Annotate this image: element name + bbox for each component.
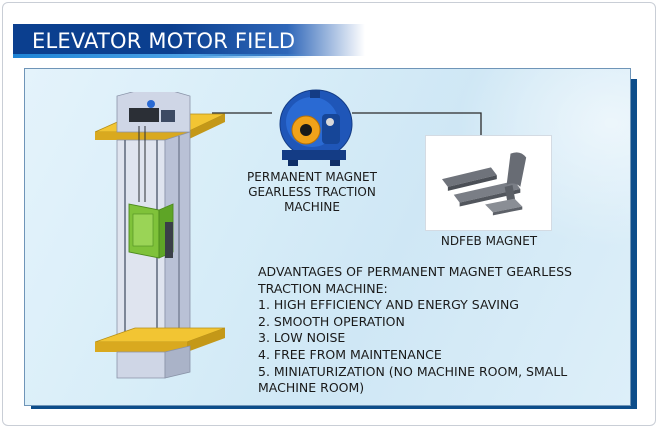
traction-machine-label-line-1: PERMANENT MAGNET (247, 170, 377, 184)
traction-machine-label: PERMANENT MAGNET GEARLESS TRACTION MACHI… (232, 170, 392, 215)
list-item: 2. SMOOTH OPERATION (258, 313, 405, 329)
advantages-heading-line-2: TRACTION MACHINE: (258, 280, 388, 296)
list-item: 1. HIGH EFFICIENCY AND ENERGY SAVING (258, 297, 519, 313)
traction-machine-icon (279, 89, 353, 166)
ndfeb-magnet-icon (441, 152, 527, 216)
ndfeb-magnet-label: NDFEB MAGNET (440, 234, 538, 248)
advantages-heading-line-1: ADVANTAGES OF PERMANENT MAGNET GEARLESS (258, 264, 572, 279)
title-bar (13, 24, 365, 56)
traction-machine-label-line-3: MACHINE (284, 200, 340, 214)
list-item: 4. FREE FROM MAINTENANCE (258, 346, 442, 362)
title-accent-line (13, 54, 313, 58)
list-item: 3. LOW NOISE (258, 330, 346, 346)
magnet-photo-frame (425, 135, 552, 231)
list-item: MACHINE ROOM) (258, 380, 365, 396)
list-item: 5. MINIATURIZATION (NO MACHINE ROOM, SMA… (258, 363, 568, 379)
advantages-list: ADVANTAGES OF PERMANENT MAGNET GEARLESS … (258, 264, 618, 397)
elevator-shaft-icon (95, 92, 225, 379)
traction-machine-label-line-2: GEARLESS TRACTION (248, 185, 376, 199)
page-title: ELEVATOR MOTOR FIELD (32, 29, 296, 53)
